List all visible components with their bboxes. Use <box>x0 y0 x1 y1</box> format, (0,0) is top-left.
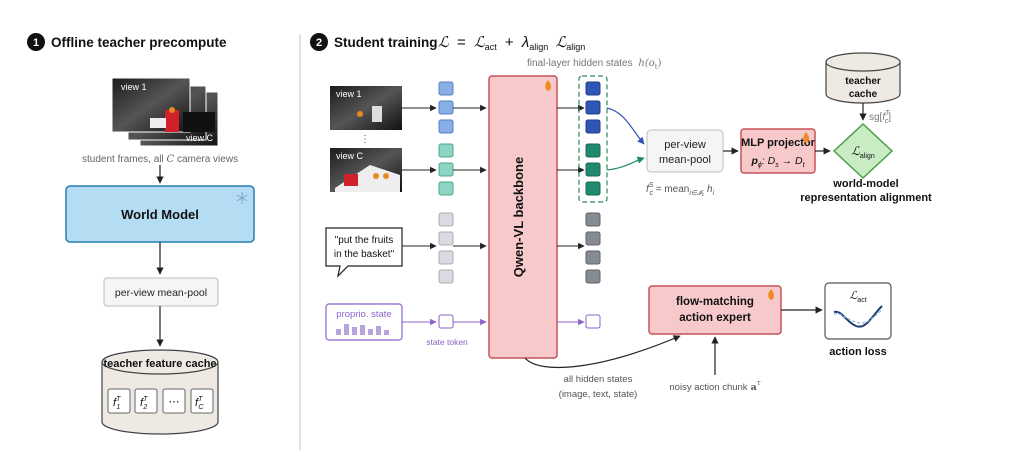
instruction-line2: in the basket" <box>334 249 395 260</box>
act-loss-symbol: ℒact <box>849 290 866 304</box>
instruction-line1: "put the fruits <box>335 235 394 246</box>
input-tokens <box>438 81 454 329</box>
all-hidden-l2: (image, text, state) <box>559 389 638 400</box>
curve-icon <box>833 305 883 328</box>
feat-dots: ⋯ <box>169 396 180 408</box>
align-loss-label: ℒalign <box>851 144 875 160</box>
student-meanpool-l2: mean-pool <box>659 154 711 166</box>
all-hidden-l1: all hidden states <box>564 374 633 385</box>
world-model-label: World Model <box>121 207 199 222</box>
teacher-meanpool-box <box>103 277 219 307</box>
student-viewC-image: view C <box>330 148 402 192</box>
flame-icon <box>768 289 775 300</box>
section1-header: 1 Offline teacher precompute <box>27 33 227 51</box>
section1-title: Offline teacher precompute <box>51 35 227 50</box>
section2-header: 2 Student training <box>310 33 438 51</box>
qwen-vl-backbone <box>488 75 558 359</box>
section2-number: 2 <box>316 37 322 49</box>
align-loss-diamond <box>832 122 894 180</box>
snowflake-icon <box>236 192 248 204</box>
state-token-label: state token <box>426 337 468 347</box>
flow-l1: flow-matching <box>676 296 754 308</box>
flow-l2: action expert <box>679 312 751 324</box>
teacher-meanpool-label: per-view mean-pool <box>115 287 207 299</box>
mlp-title: MLP projector <box>741 137 815 149</box>
action-loss-label: action loss <box>829 346 886 358</box>
student-meanpool-l1: per-view <box>664 139 706 151</box>
teacher-cache-l2: cache <box>849 89 878 100</box>
wm-align-l1: world-model <box>832 178 898 190</box>
frames-caption: student frames, all C camera views <box>82 154 238 165</box>
teacher-viewC-label: view C <box>186 133 214 143</box>
student-view1-image: view 1 <box>330 86 402 130</box>
views-ellipsis: ⋮ <box>360 134 370 145</box>
student-viewC-label: view C <box>336 151 364 161</box>
student-view1-label: view 1 <box>336 89 362 99</box>
section1-number: 1 <box>33 37 39 49</box>
flame-icon <box>803 132 810 143</box>
proprio-state-box: proprio. state <box>325 303 403 341</box>
section2-title: Student training <box>334 35 438 50</box>
teacher-cache-cylinder: teacher cache <box>825 52 901 104</box>
loss-equation: ℒ = ℒact + λalign ℒalign <box>438 34 585 54</box>
flow-matching-box <box>648 285 782 335</box>
backbone-label: Qwen-VL backbone <box>511 157 526 277</box>
final-hidden-dashed-box <box>578 75 608 203</box>
cache-title: teacher feature cache <box>103 358 216 370</box>
output-tokens <box>585 81 601 329</box>
wm-align-l2: representation alignment <box>800 192 932 204</box>
teacher-cache-l1: teacher <box>845 76 881 87</box>
action-loss-box <box>824 282 892 340</box>
teacher-view1-label: view 1 <box>121 82 147 92</box>
teacher-camera-frames: view 1 view C <box>111 77 219 147</box>
instruction-bubble: "put the fruits in the basket" <box>325 227 403 278</box>
mlp-formula: pϕ: Ds → Dt <box>750 155 805 169</box>
flame-icon <box>545 80 552 91</box>
proprio-label: proprio. state <box>336 309 391 320</box>
final-hidden-label: final-layer hidden states h(ot) <box>527 58 662 71</box>
